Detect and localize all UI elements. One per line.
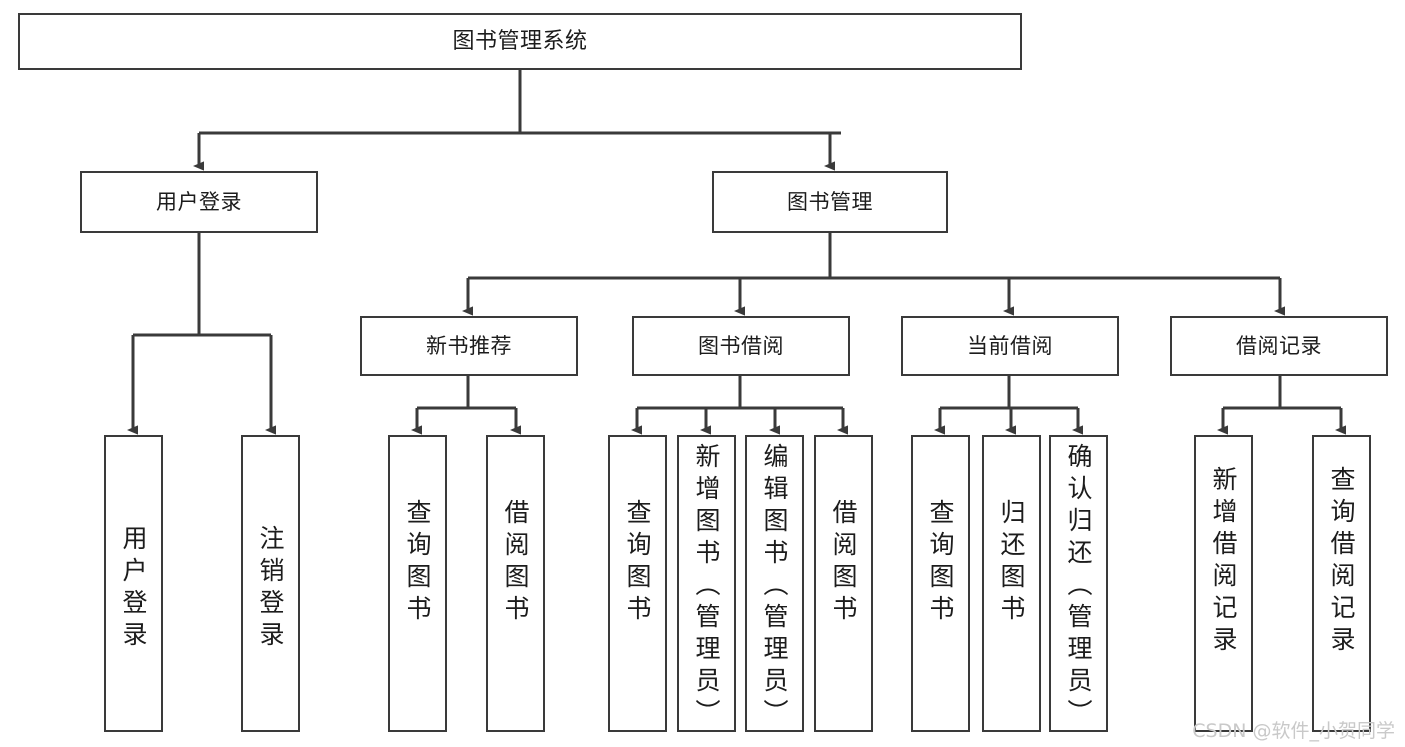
leaf-add-record-label: 新增借阅记录 — [1209, 466, 1238, 658]
leaf-return-book[interactable]: 归还图书 — [982, 435, 1041, 732]
leaf-query-record-label: 查询借阅记录 — [1327, 466, 1356, 658]
leaf-user-login-label: 用户登录 — [119, 525, 148, 653]
leaf-query-book-1-label: 查询图书 — [403, 499, 432, 627]
node-book-borrow[interactable]: 图书借阅 — [632, 316, 850, 376]
node-root-label: 图书管理系统 — [452, 28, 588, 54]
leaf-edit-book-label: 编辑图书（管理员） — [760, 443, 789, 731]
leaf-return-book-label: 归还图书 — [997, 499, 1026, 627]
node-book-manage[interactable]: 图书管理 — [712, 171, 948, 233]
leaf-logout-login-label: 注销登录 — [256, 525, 285, 653]
leaf-confirm-return[interactable]: 确认归还（管理员） — [1049, 435, 1108, 732]
leaf-query-book-2-label: 查询图书 — [623, 499, 652, 627]
node-root[interactable]: 图书管理系统 — [18, 13, 1022, 70]
node-current-borrow-label: 当前借阅 — [967, 333, 1053, 358]
leaf-add-book-label: 新增图书（管理员） — [692, 443, 721, 731]
leaf-query-book-3[interactable]: 查询图书 — [911, 435, 970, 732]
node-borrow-record-label: 借阅记录 — [1236, 333, 1322, 358]
leaf-borrow-book-2-label: 借阅图书 — [829, 499, 858, 627]
node-new-book-rec-label: 新书推荐 — [426, 333, 512, 358]
node-current-borrow[interactable]: 当前借阅 — [901, 316, 1119, 376]
leaf-edit-book[interactable]: 编辑图书（管理员） — [745, 435, 804, 732]
leaf-borrow-book-1[interactable]: 借阅图书 — [486, 435, 545, 732]
leaf-user-login[interactable]: 用户登录 — [104, 435, 163, 732]
node-user-login[interactable]: 用户登录 — [80, 171, 318, 233]
leaf-borrow-book-1-label: 借阅图书 — [501, 499, 530, 627]
csdn-watermark: CSDN @软件_小贺同学 — [1192, 720, 1395, 742]
node-user-login-label: 用户登录 — [156, 189, 242, 214]
leaf-query-record[interactable]: 查询借阅记录 — [1312, 435, 1371, 732]
leaf-query-book-2[interactable]: 查询图书 — [608, 435, 667, 732]
leaf-query-book-1[interactable]: 查询图书 — [388, 435, 447, 732]
leaf-confirm-return-label: 确认归还（管理员） — [1064, 443, 1093, 731]
leaf-logout-login[interactable]: 注销登录 — [241, 435, 300, 732]
leaf-add-record[interactable]: 新增借阅记录 — [1194, 435, 1253, 732]
node-borrow-record[interactable]: 借阅记录 — [1170, 316, 1388, 376]
leaf-query-book-3-label: 查询图书 — [926, 499, 955, 627]
node-book-borrow-label: 图书借阅 — [698, 333, 784, 358]
node-book-manage-label: 图书管理 — [787, 189, 873, 214]
leaf-borrow-book-2[interactable]: 借阅图书 — [814, 435, 873, 732]
node-new-book-rec[interactable]: 新书推荐 — [360, 316, 578, 376]
leaf-add-book[interactable]: 新增图书（管理员） — [677, 435, 736, 732]
